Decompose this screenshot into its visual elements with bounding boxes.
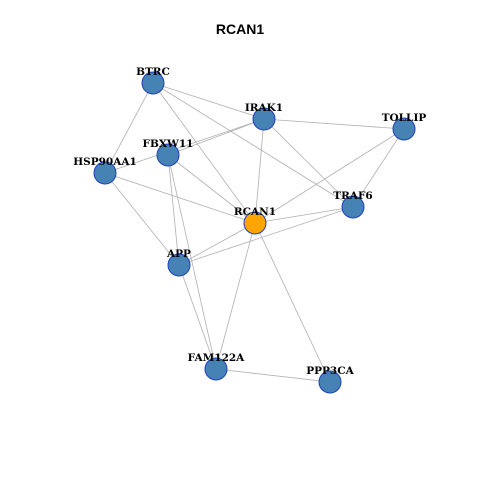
edge-fbxw11-fam122a: [167, 154, 217, 370]
edge-btrc-irak1: [152, 82, 265, 120]
edge-rcan1-fam122a: [215, 222, 256, 370]
edge-irak1-hsp90aa1: [104, 118, 265, 174]
graph-title: RCAN1: [215, 21, 265, 37]
node-layer: [93, 71, 416, 394]
edge-irak1-rcan1: [254, 118, 265, 224]
edge-irak1-traf6: [263, 118, 354, 208]
node-label-hsp90aa1: HSP90AA1: [73, 156, 137, 168]
node-label-app: APP: [166, 248, 191, 260]
edge-rcan1-ppp3ca: [254, 222, 331, 383]
edge-traf6-app: [178, 206, 354, 266]
edge-rcan1-traf6: [254, 206, 354, 224]
edge-fbxw11-app: [167, 154, 180, 266]
edge-fam122a-ppp3ca: [215, 368, 331, 383]
edge-irak1-fbxw11: [167, 118, 265, 156]
node-traf6[interactable]: [341, 195, 365, 219]
edge-btrc-rcan1: [152, 82, 256, 224]
node-hsp90aa1[interactable]: [93, 161, 117, 185]
node-fbxw11[interactable]: [156, 143, 180, 167]
edge-btrc-traf6: [152, 82, 354, 208]
node-tollip[interactable]: [392, 117, 416, 141]
edge-hsp90aa1-rcan1: [104, 172, 256, 224]
node-btrc[interactable]: [141, 71, 165, 95]
edge-hsp90aa1-app: [104, 172, 180, 266]
edge-app-fam122a: [178, 264, 217, 370]
node-label-fbxw11: FBXW11: [143, 138, 194, 150]
node-rcan1[interactable]: [243, 211, 267, 235]
node-app[interactable]: [167, 253, 191, 277]
edge-tollip-rcan1: [254, 128, 405, 224]
node-label-fam122a: FAM122A: [188, 352, 246, 364]
node-label-irak1: IRAK1: [245, 102, 283, 114]
node-irak1[interactable]: [252, 107, 276, 131]
node-fam122a[interactable]: [204, 357, 228, 381]
node-label-btrc: BTRC: [136, 66, 170, 78]
edge-rcan1-app: [178, 222, 256, 266]
edge-layer: [104, 82, 405, 383]
edge-tollip-traf6: [352, 128, 405, 208]
edge-fbxw11-rcan1: [167, 154, 256, 224]
node-label-traf6: TRAF6: [333, 190, 372, 202]
node-ppp3ca[interactable]: [318, 370, 342, 394]
node-label-tollip: TOLLIP: [382, 112, 427, 124]
node-label-rcan1: RCAN1: [234, 206, 276, 218]
edge-btrc-hsp90aa1: [104, 82, 154, 174]
edge-irak1-tollip: [263, 118, 405, 130]
node-label-ppp3ca: PPP3CA: [306, 365, 354, 377]
